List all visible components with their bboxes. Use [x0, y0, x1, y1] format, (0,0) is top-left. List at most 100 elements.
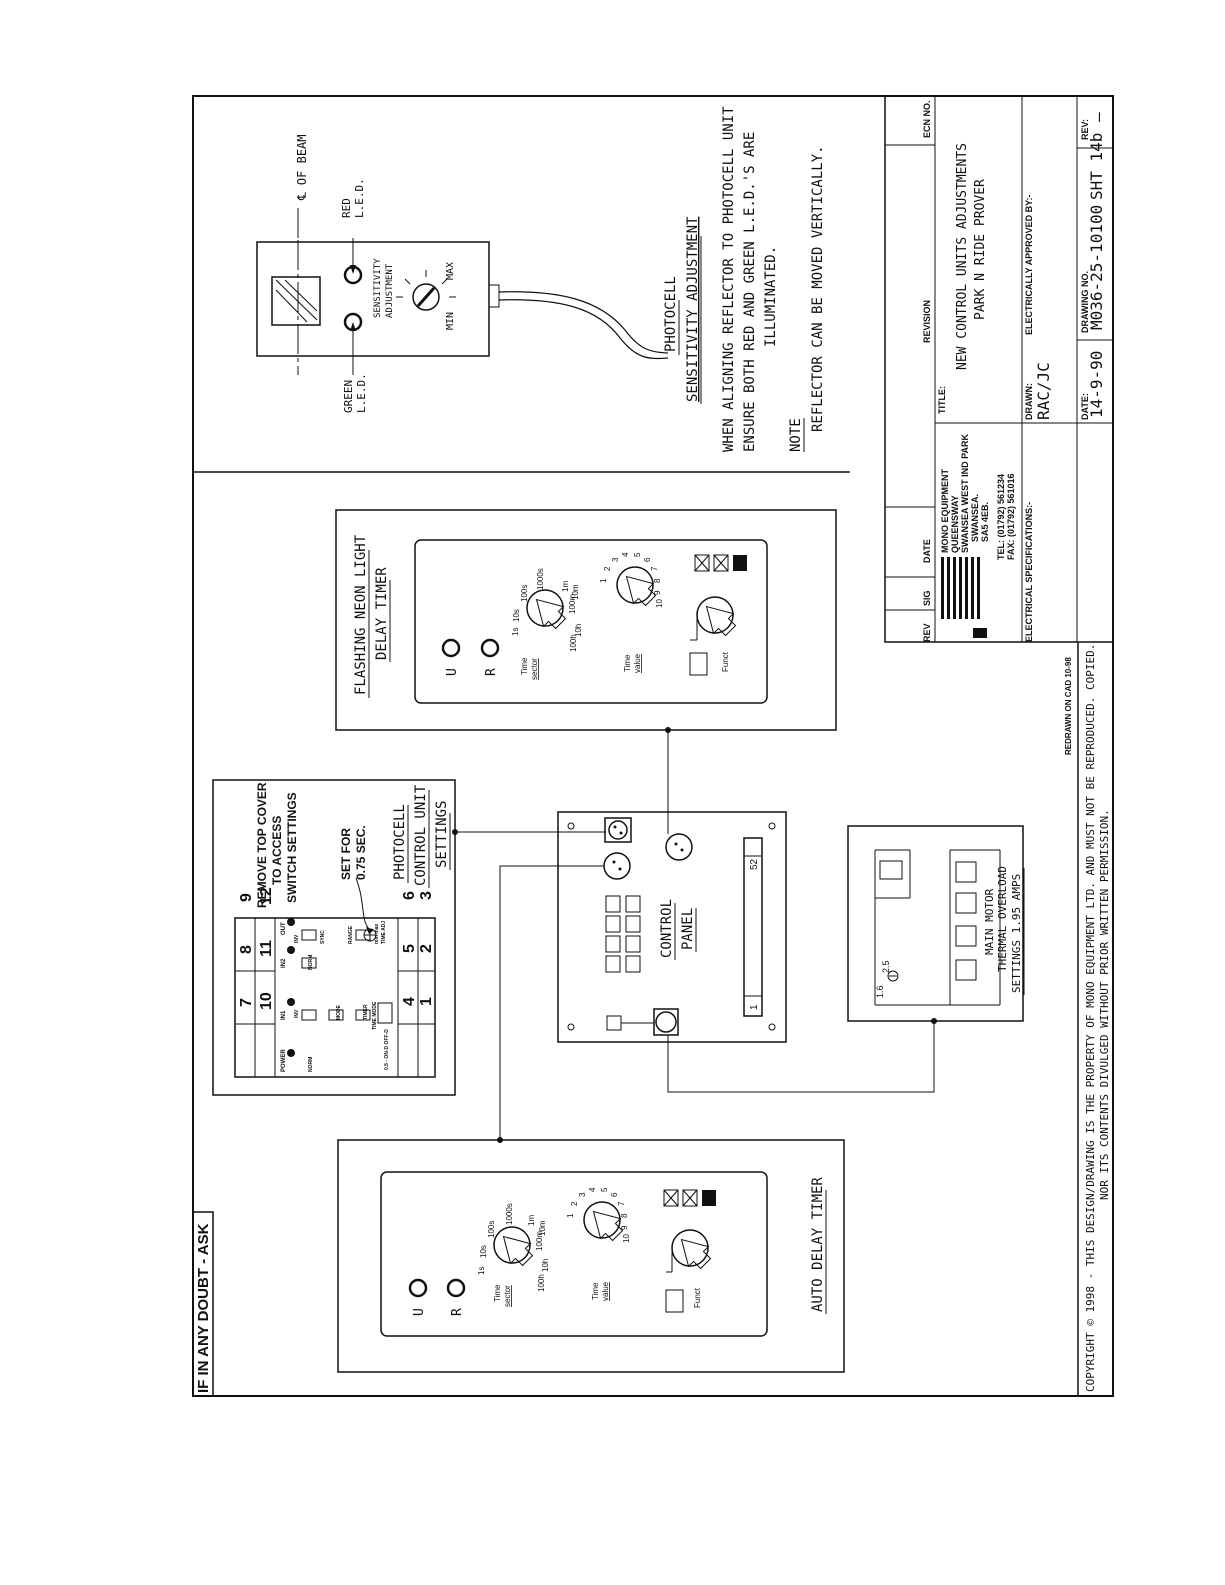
auto-val-3: 3: [578, 1192, 587, 1197]
panel-connector-right: [665, 833, 693, 861]
auto-value-dial: [583, 1201, 621, 1239]
flashing-funct-icon-b: [713, 554, 729, 572]
auto-funct-dial: [671, 1229, 709, 1267]
instruction-line-2: ENSURE BOTH RED AND GREEN L.E.D.'S ARE: [742, 132, 758, 452]
drawing-border: [192, 95, 1114, 1397]
flashing-val-10: 10: [655, 599, 664, 608]
indicator-out: OUT: [281, 922, 287, 935]
company-name: MONO EQUIPMENT: [940, 468, 950, 553]
col-rev: REV: [922, 623, 932, 642]
auto-val-7: 7: [617, 1201, 626, 1206]
flashing-neon-delay-timer: FLASHING NEON LIGHT DELAY TIMER U R Time…: [335, 509, 837, 731]
flashing-val-8: 8: [653, 578, 662, 583]
auto-delay-timer: U R Time sector 1s 10s 100s 1000s 1m 10m…: [337, 1139, 845, 1373]
rev-label: REV:: [1080, 119, 1090, 140]
photocell-unit: SENSITIVITY ADJUSTMENT MIN MAX: [256, 208, 669, 375]
cell-10: 10: [258, 992, 275, 1010]
title-label: TITLE:: [937, 386, 947, 414]
relay-4: [605, 895, 621, 913]
switch-sync: [301, 929, 317, 941]
flashing-funct-dial: [696, 596, 734, 634]
green-led-label-2: L.E.D.: [355, 373, 368, 413]
note-text: REFLECTOR CAN BE MOVED VERTICALLY.: [810, 145, 826, 432]
flashing-time-sector-2: sector: [530, 658, 539, 680]
flashing-scale-10h: 10h: [574, 624, 583, 637]
instruction-remove-cover: REMOVE TOP COVER: [255, 782, 269, 908]
flashing-scale-1000s: 1000s: [536, 568, 545, 590]
copyright-line-1: COPYRIGHT © 1998 - THIS DESIGN/DRAWING I…: [1084, 644, 1097, 1392]
auto-funct-symbol: [665, 1289, 684, 1313]
auto-funct-label: Funct: [693, 1287, 702, 1308]
flashing-val-3: 3: [611, 557, 620, 562]
flashing-scale-1m: 1m: [561, 581, 570, 592]
main-motor-overload: 1.6 2.5 MAIN MOTOR THERMAL OVERLOAD SETT…: [847, 825, 1025, 1022]
wire-panel-to-motor: [667, 1021, 935, 1093]
auto-u-label: U: [412, 1308, 427, 1316]
company-address-2: SWANSEA WEST IND PARK: [960, 433, 970, 553]
auto-val-2: 2: [570, 1201, 579, 1206]
auto-scale-10m: 10m: [538, 1220, 547, 1236]
flashing-val-7: 7: [650, 566, 659, 571]
copyright-line-2: NOR ITS CONTENTS DIVULGED WITHOUT PRIOR …: [1098, 809, 1111, 1200]
label-time-adj: TIME ADJ: [381, 921, 387, 944]
photocell-heading-2: SENSITIVITY ADJUSTMENT: [685, 216, 701, 402]
motor-line-1: MAIN MOTOR: [983, 888, 996, 955]
control-panel-board: [557, 811, 787, 1043]
label-norm-1: NORM: [308, 1057, 314, 1072]
flashing-u-label: U: [445, 668, 460, 676]
auto-scale-10s: 10s: [479, 1245, 488, 1258]
redrawn-note: REDRAWN ON CAD 10-98: [1064, 657, 1073, 755]
flashing-scale-100m: 100m: [568, 594, 577, 614]
auto-timer-outer: [337, 1139, 845, 1373]
set-for-leader: [355, 877, 371, 931]
label-timer: TIMER: [363, 1004, 369, 1020]
auto-val-5: 5: [600, 1187, 609, 1192]
caption-settings: SETTINGS: [434, 801, 450, 868]
flashing-scale-100h: 100h: [569, 634, 578, 652]
flashing-val-6: 6: [643, 557, 652, 562]
col-ecn: ECN NO.: [922, 100, 932, 138]
auto-time-sector-1: Time: [493, 1284, 502, 1302]
switch-timer: [355, 1009, 371, 1021]
relay-5: [625, 955, 641, 973]
cell-7: 7: [238, 998, 255, 1007]
col-date: DATE: [922, 539, 932, 563]
cell-8: 8: [238, 945, 255, 954]
overload-btn-2: [955, 892, 977, 914]
auto-sector-dial: [493, 1226, 531, 1264]
doubt-label: IF IN ANY DOUBT - ASK: [195, 1223, 212, 1393]
cell-11: 11: [258, 940, 275, 957]
auto-funct-icon-b: [682, 1189, 698, 1207]
flashing-funct-symbol: [689, 652, 708, 676]
label-time-mode-values: 0.5 - ON-D OFF-D: [384, 1029, 390, 1070]
overload-btn-4: [955, 959, 977, 981]
photocell-heading-1: PHOTOCELL: [663, 276, 679, 352]
wiring: [452, 727, 937, 1143]
auto-timer-title: AUTO DELAY TIMER: [810, 1177, 826, 1312]
flashing-val-9: 9: [653, 590, 662, 595]
flashing-funct-icon-c: [733, 555, 747, 571]
flashing-timer-outer: [335, 509, 837, 731]
flashing-val-5: 5: [633, 552, 642, 557]
overload-btn-3: [955, 925, 977, 947]
relay-7: [625, 915, 641, 933]
label-norm-2: NORM: [308, 955, 314, 970]
auto-scale-100m: 100m: [535, 1231, 544, 1251]
flashing-r-label: R: [484, 668, 499, 676]
auto-val-9: 9: [620, 1225, 629, 1230]
auto-scale-1000s: 1000s: [505, 1203, 514, 1225]
doubt-warning: IF IN ANY DOUBT - ASK: [192, 1211, 214, 1397]
auto-val-8: 8: [620, 1213, 629, 1218]
set-for-label: SET FOR: [339, 828, 353, 880]
auto-funct-icon-a: [663, 1189, 679, 1207]
cell-6: 6: [401, 891, 418, 900]
flashing-scale-10m: 10m: [571, 584, 580, 600]
cell-9: 9: [238, 893, 255, 902]
label-inv-1: INV: [294, 1009, 300, 1018]
sheet-number: SHT 14b: [1087, 133, 1106, 200]
label-dial-range: min max: [374, 923, 380, 944]
electrically-approved-by: ELECTRICALLY APPROVED BY:-: [1024, 194, 1034, 335]
instruction-switch-settings: SWITCH SETTINGS: [285, 792, 299, 903]
electrical-specifications: ELECTRICAL SPECIFICATIONS:-: [1024, 502, 1034, 642]
